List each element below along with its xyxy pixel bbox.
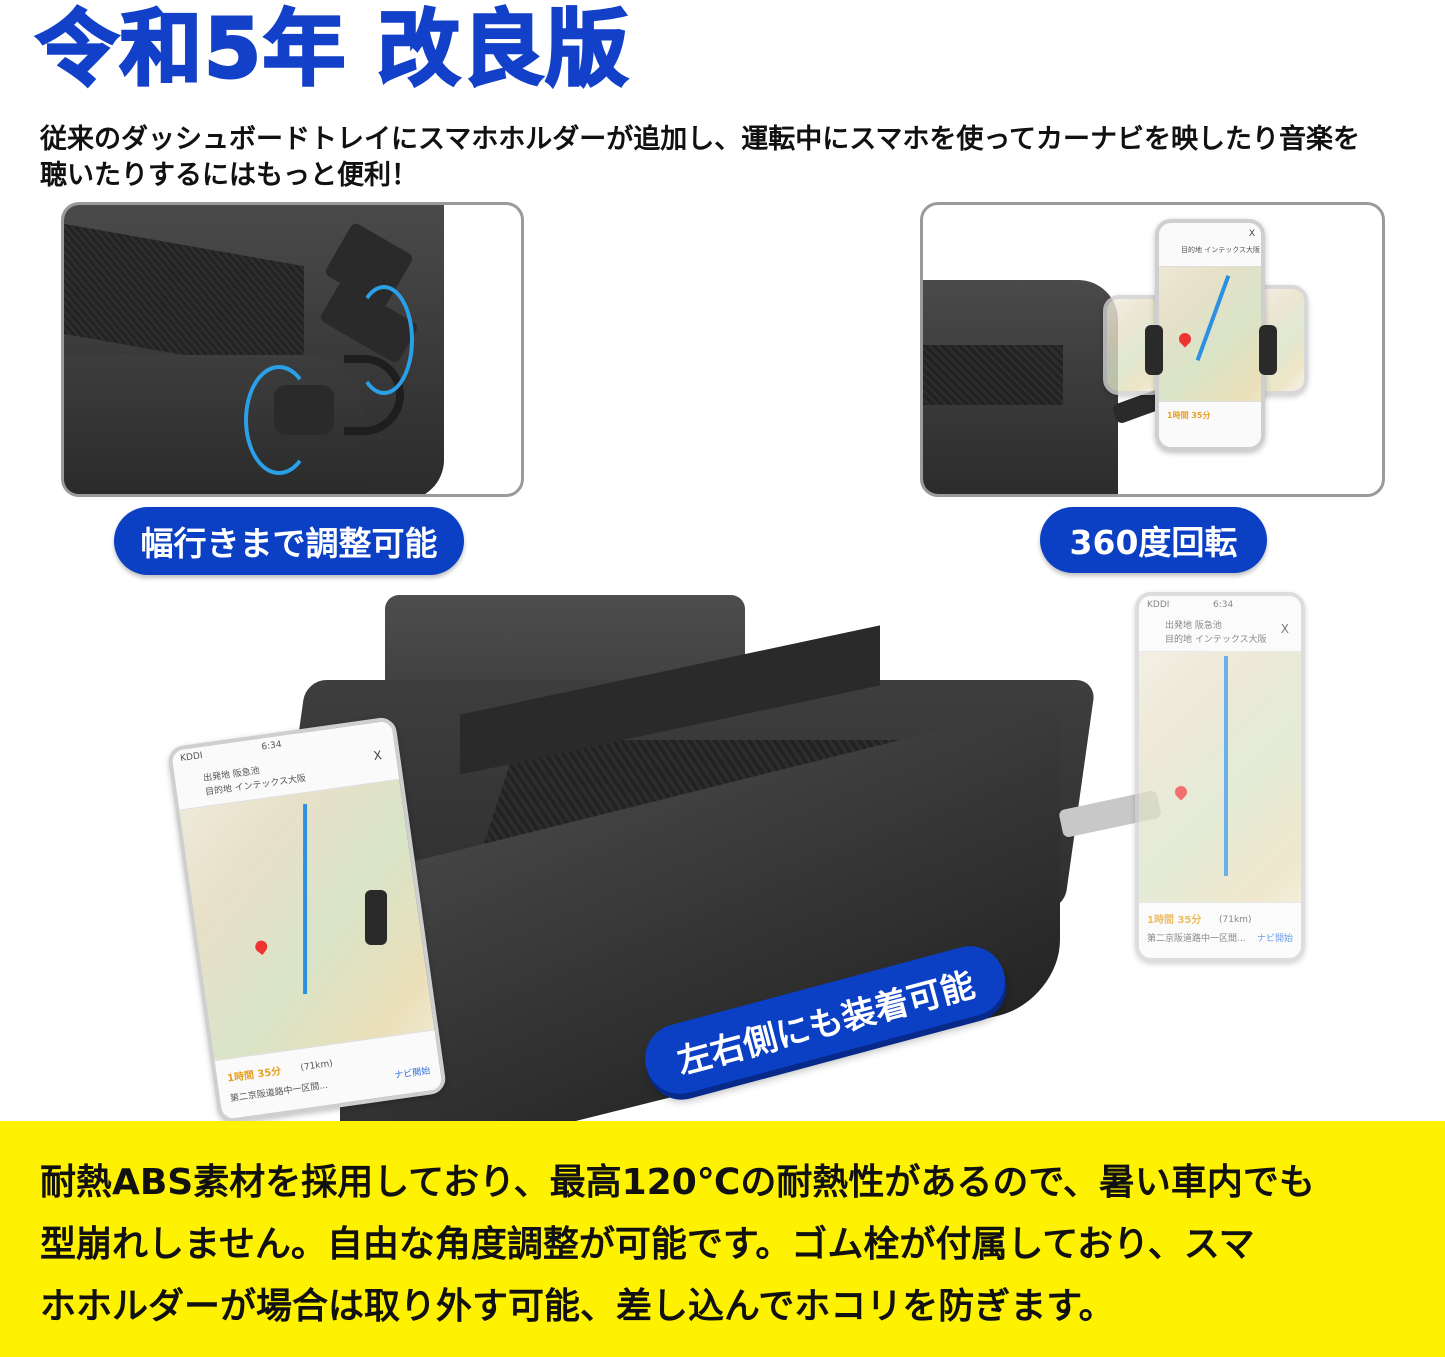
info-band bbox=[0, 1121, 1445, 1357]
phone-upright: 目的地 インテックス大阪 X 1時間 35分 bbox=[1155, 219, 1265, 451]
close-icon: X bbox=[372, 748, 383, 764]
map-pin-icon bbox=[1172, 783, 1190, 801]
phone-right-mount: KDDI 6:34 出発地 阪急池 目的地 インテックス大阪 X 1時間 35分… bbox=[1135, 592, 1305, 962]
phone-eta: 1時間 35分 bbox=[1147, 915, 1202, 926]
close-icon: X bbox=[1280, 622, 1289, 636]
phone-nav-button: ナビ開始 bbox=[1256, 934, 1293, 944]
photo-panel-rotation: 目的地 インテックス大阪 X 1時間 35分 bbox=[920, 202, 1385, 497]
info-line: 耐熱ABS素材を採用しており、最高120℃の耐熱性があるので、暑い車内でも bbox=[40, 1162, 1315, 1203]
feature-badge-adjustment: 幅行きまで調整可能 bbox=[114, 507, 464, 575]
phone-destination: 目的地 インテックス大阪 bbox=[1181, 246, 1261, 254]
rotate-arrow-icon bbox=[244, 365, 314, 475]
rotate-arrow-icon bbox=[354, 285, 414, 395]
headline: 令和5年 改良版 bbox=[35, 1, 630, 99]
phone-distance: (71km) bbox=[1219, 915, 1252, 925]
phone-eta: 1時間 35分 bbox=[1167, 411, 1211, 420]
phone-destination: 目的地 インテックス大阪 bbox=[1165, 635, 1267, 645]
intro-text: 従来のダッシュボードトレイにスマホホルダーが追加し、運転中にスマホを使ってカーナ… bbox=[40, 124, 1361, 191]
info-line: 型崩れしません。自由な角度調整が可能です。ゴム栓が付属しており、スマ bbox=[40, 1224, 1255, 1265]
map-pin-icon bbox=[252, 938, 270, 956]
holder-clamp-right bbox=[1259, 325, 1277, 375]
photo-panel-adjustment bbox=[61, 202, 524, 497]
phone-origin: 出発地 阪急池 bbox=[1165, 621, 1222, 631]
main-product-image: KDDI 6:34 出発地 阪急池 目的地 インテックス大阪 X 1時間 35分… bbox=[166, 590, 1360, 1180]
phone-time: 6:34 bbox=[1213, 600, 1234, 610]
phone-route-note: 第二京阪道路中一区間... bbox=[1147, 934, 1246, 944]
close-icon: X bbox=[1248, 229, 1255, 239]
tray-mat bbox=[923, 345, 1063, 405]
info-line: ホホルダーが場合は取り外す可能、差し込んでホコリを防ぎます。 bbox=[40, 1286, 1115, 1327]
feature-badge-rotation: 360度回転 bbox=[1040, 507, 1267, 573]
info-text: 耐熱ABS素材を採用しており、最高120℃の耐熱性があるので、暑い車内でも 型崩… bbox=[40, 1152, 1420, 1338]
map-pin-icon bbox=[1176, 330, 1194, 348]
holder-clamp-left bbox=[1145, 325, 1163, 375]
phone-carrier: KDDI bbox=[1147, 600, 1170, 610]
holder-clamp-right-side bbox=[365, 890, 387, 945]
